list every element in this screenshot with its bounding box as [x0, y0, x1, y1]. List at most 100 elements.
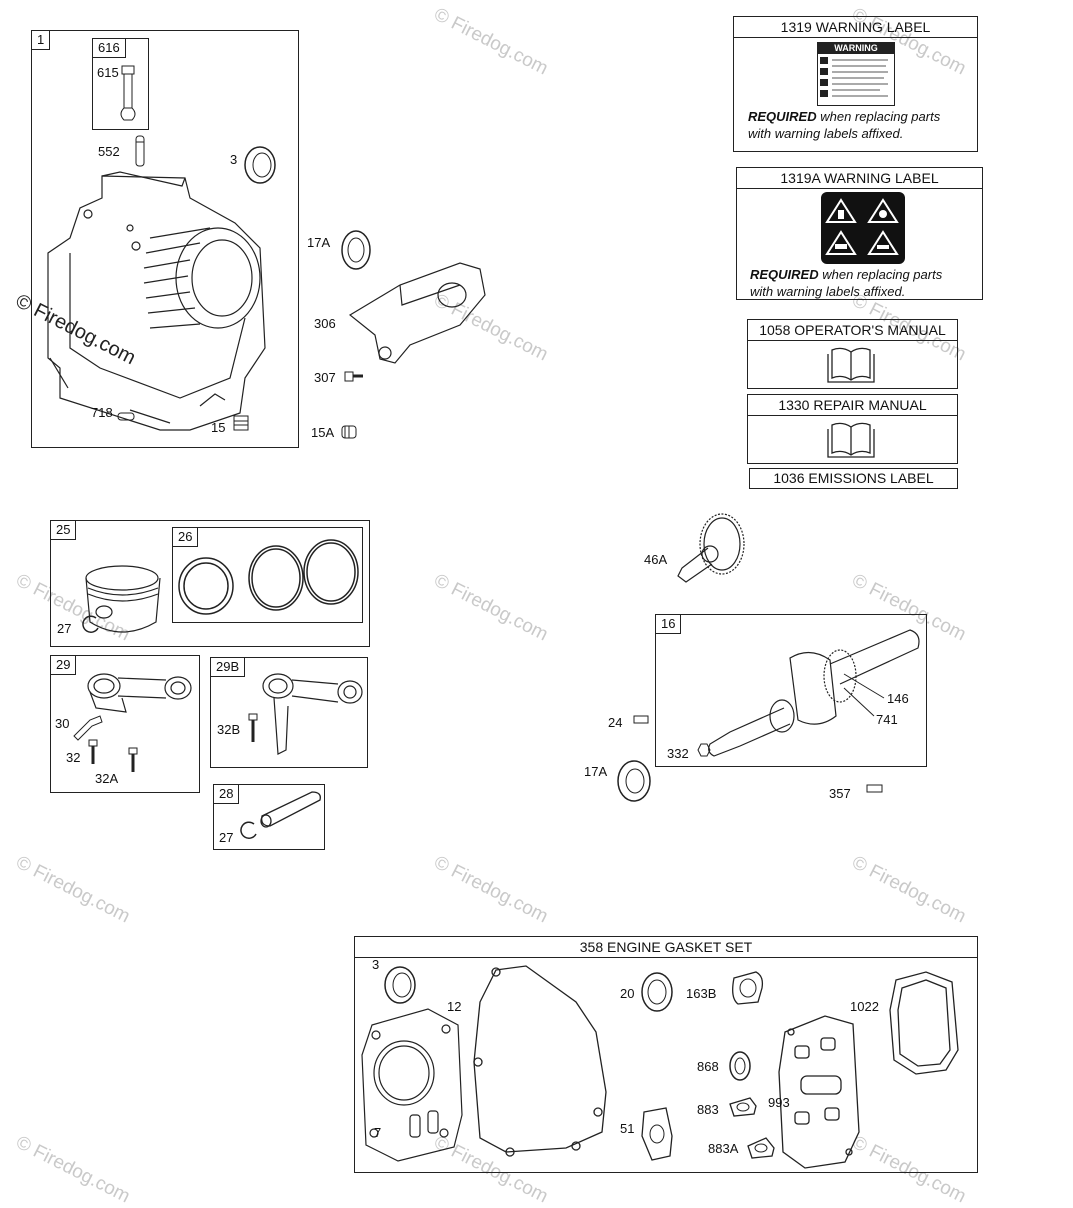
safety-pictogram-icon: [821, 192, 905, 264]
key-drawing: [633, 715, 649, 724]
key-drawing: [866, 784, 883, 793]
oil-seal-drawing: [384, 966, 416, 1004]
part-label-146[interactable]: 146: [887, 691, 909, 706]
part-label-27[interactable]: 27: [219, 830, 234, 845]
breather-tube-drawing: [120, 65, 136, 121]
part-label-15a[interactable]: 15A: [311, 425, 335, 440]
drain-plug-drawing: [233, 415, 249, 431]
connecting-rod-drawing: [262, 673, 363, 755]
small-gasket-drawing: [747, 1137, 775, 1159]
part-label-27[interactable]: 27: [57, 621, 72, 636]
oil-seal-drawing: [617, 760, 651, 802]
oil-seal-drawing: [641, 972, 673, 1012]
cylinder-block-drawing: [47, 171, 266, 431]
watermark: © Firedog.com: [430, 852, 552, 928]
part-label-17a[interactable]: 17A: [584, 764, 608, 779]
plug-drawing: [341, 425, 357, 439]
required-note: REQUIRED when replacing parts with warni…: [748, 109, 941, 141]
part-box-label: 16: [656, 615, 682, 634]
bolt-drawing: [128, 747, 138, 772]
crankshaft-drawing: [708, 629, 920, 757]
part-label-1022[interactable]: 1022: [850, 999, 879, 1014]
part-label-883[interactable]: 883: [697, 1102, 719, 1117]
watermark: © Firedog.com: [430, 570, 552, 646]
panel-title: 1319A WARNING LABEL: [737, 168, 982, 189]
part-box-29[interactable]: 29: [50, 655, 200, 793]
part-label-3[interactable]: 3: [230, 152, 238, 167]
warning-label-1319-panel[interactable]: 1319 WARNING LABEL: [733, 16, 978, 152]
engine-gasket-set-panel[interactable]: 358 ENGINE GASKET SET: [354, 936, 978, 1173]
part-label-51[interactable]: 51: [620, 1121, 635, 1136]
part-label-15[interactable]: 15: [211, 420, 226, 435]
part-box-label: 29B: [211, 658, 246, 677]
piston-drawing: [85, 565, 161, 633]
crankcase-gasket-drawing: [473, 965, 607, 1157]
emissions-label-panel[interactable]: 1036 EMISSIONS LABEL: [749, 468, 958, 489]
part-label-357[interactable]: 357: [829, 786, 851, 801]
oil-seal-drawing: [244, 146, 276, 184]
part-label-24[interactable]: 24: [608, 715, 623, 730]
part-label-17a[interactable]: 17A: [307, 235, 331, 250]
watermark: © Firedog.com: [848, 852, 970, 928]
part-label-46a[interactable]: 46A: [644, 552, 668, 567]
warning-sticker: WARNING: [817, 42, 895, 106]
part-box-616[interactable]: 616: [92, 38, 149, 130]
watermark: © Firedog.com: [12, 1132, 134, 1208]
warning-label-1319a-panel[interactable]: 1319A WARNING LABEL: [736, 167, 983, 300]
part-box-25[interactable]: 25: [50, 520, 370, 647]
part-label-718[interactable]: 718: [91, 405, 113, 420]
small-gasket-drawing: [729, 1097, 757, 1117]
part-label-307[interactable]: 307: [314, 370, 336, 385]
part-label-552[interactable]: 552: [98, 144, 120, 159]
part-label-883a[interactable]: 883A: [708, 1141, 739, 1156]
part-label-993[interactable]: 993: [768, 1095, 790, 1110]
leader-lines: [843, 673, 885, 717]
part-label-163b[interactable]: 163B: [686, 986, 717, 1001]
part-box-label: 616: [93, 39, 126, 58]
part-label-332[interactable]: 332: [667, 746, 689, 761]
oil-seal-drawing: [341, 230, 371, 270]
part-label-615[interactable]: 615: [97, 65, 119, 80]
part-label-12[interactable]: 12: [447, 999, 462, 1014]
panel-title: 1036 EMISSIONS LABEL: [773, 470, 934, 486]
part-label-868[interactable]: 868: [697, 1059, 719, 1074]
blower-housing-drawing: [348, 262, 486, 364]
screw-drawing: [344, 371, 363, 382]
part-box-28[interactable]: 28: [213, 784, 325, 850]
connecting-rod-drawing: [87, 673, 192, 713]
part-label-306[interactable]: 306: [314, 316, 336, 331]
panel-title: 1330 REPAIR MANUAL: [748, 395, 957, 416]
part-label-20[interactable]: 20: [620, 986, 635, 1001]
piston-pin-drawing: [260, 791, 321, 828]
part-label-32b[interactable]: 32B: [217, 722, 241, 737]
exhaust-gasket-drawing: [732, 971, 764, 1005]
part-label-741[interactable]: 741: [876, 712, 898, 727]
part-label-32a[interactable]: 32A: [95, 771, 119, 786]
valve-guide-drawing: [135, 135, 145, 167]
part-box-26[interactable]: 26: [172, 527, 363, 623]
nut-drawing: [697, 743, 711, 757]
part-box-16[interactable]: 16: [655, 614, 927, 767]
part-label-30[interactable]: 30: [55, 716, 70, 731]
repair-manual-panel[interactable]: 1330 REPAIR MANUAL: [747, 394, 958, 464]
piston-rings-drawing: [178, 539, 359, 615]
part-label-32[interactable]: 32: [66, 750, 81, 765]
part-box-label: 26: [173, 528, 199, 547]
part-label-3[interactable]: 3: [372, 957, 380, 972]
part-box-29b[interactable]: 29B: [210, 657, 368, 768]
watermark: © Firedog.com: [430, 4, 552, 80]
head-gasket-drawing: [361, 1008, 463, 1162]
warning-sticker-heading: WARNING: [818, 43, 894, 54]
part-box-label: 29: [51, 656, 77, 675]
part-box-label: 1: [32, 31, 51, 50]
part-box-label: 28: [214, 785, 240, 804]
intake-gasket-drawing: [641, 1107, 673, 1161]
part-label-7[interactable]: 7: [374, 1125, 382, 1140]
operators-manual-panel[interactable]: 1058 OPERATOR'S MANUAL: [747, 319, 958, 389]
book-icon: [827, 422, 875, 458]
part-box-1[interactable]: 1: [31, 30, 299, 448]
required-note: REQUIRED when replacing parts with warni…: [750, 267, 943, 299]
book-icon: [827, 347, 875, 383]
panel-title: 358 ENGINE GASKET SET: [355, 937, 977, 958]
bolt-drawing: [88, 739, 98, 764]
